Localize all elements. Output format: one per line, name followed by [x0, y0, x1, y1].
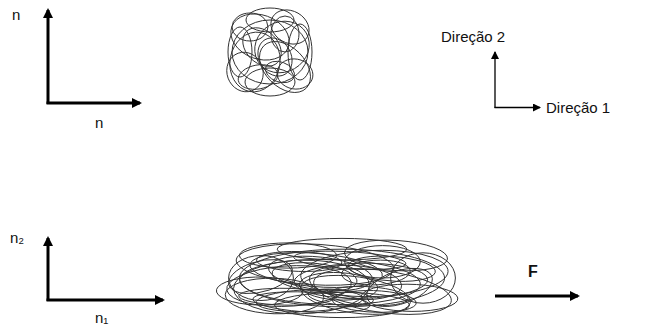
- stretched-coil: [186, 240, 477, 325]
- force-arrow: [495, 295, 578, 298]
- axes-top: [47, 10, 141, 104]
- axis-label: n: [95, 114, 103, 132]
- axis-label: n₁: [95, 309, 108, 327]
- axis-label: n₂: [10, 229, 24, 247]
- force-label: F: [528, 263, 538, 281]
- direction-axes: [495, 52, 541, 108]
- direction-label: Direção 1: [546, 99, 610, 117]
- axes-bottom: [47, 238, 164, 301]
- axis-label: n: [12, 6, 20, 24]
- polymer-coil: [221, 3, 320, 102]
- direction-label: Direção 2: [441, 28, 505, 46]
